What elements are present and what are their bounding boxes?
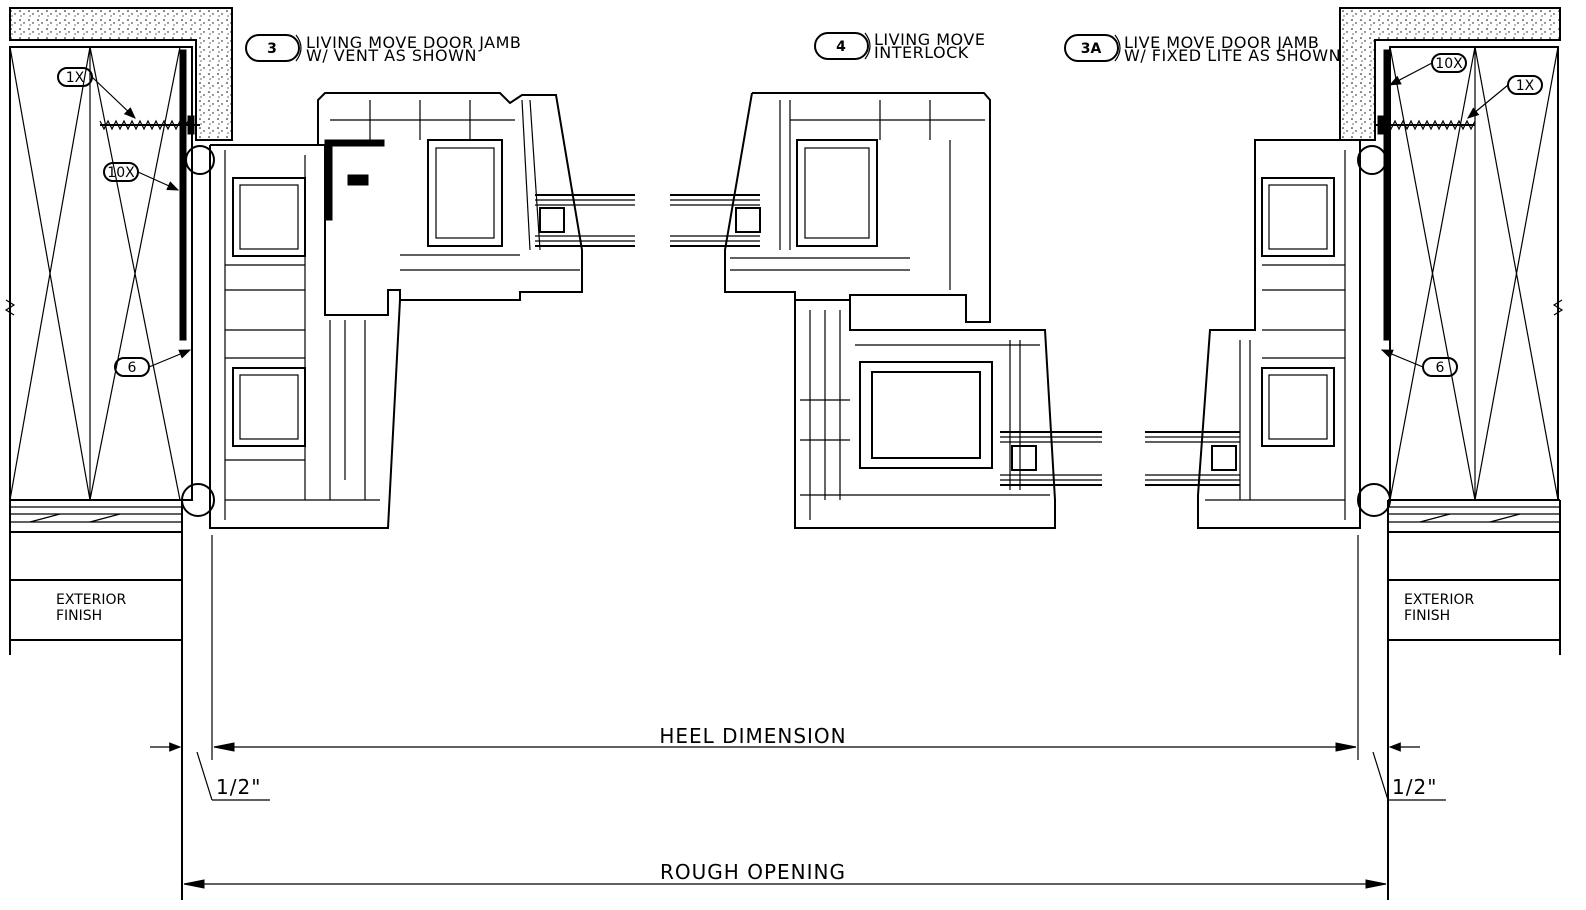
left-screw-icon <box>99 115 200 135</box>
detail-title-line2: INTERLOCK <box>874 43 969 62</box>
left-gaskets <box>181 145 215 517</box>
left-wall <box>4 7 233 900</box>
right-sheathing <box>1387 499 1561 900</box>
detail-title-left: 3 LIVING MOVE DOOR JAMB W/ VENT AS SHOWN <box>245 33 521 65</box>
exterior-finish-left: EXTERIOR FINISH <box>56 592 126 624</box>
heel-dimension: HEEL DIMENSION <box>150 535 1420 760</box>
callout-label: 10X <box>1435 56 1463 72</box>
shim-dimension-right: 1/2" <box>1372 751 1446 801</box>
rough-opening-dimension: ROUGH OPENING <box>183 860 1387 889</box>
right-screw-icon <box>1375 115 1476 135</box>
right-wall <box>1339 7 1564 900</box>
callouts-left: 1X 10X 6 <box>57 67 192 377</box>
detail-title-line1: LIVE MOVE DOOR JAMB <box>1124 33 1319 52</box>
exterior-label-line2: FINISH <box>56 608 102 624</box>
detail-tag: 3A <box>1081 41 1102 57</box>
exterior-label-line1: EXTERIOR <box>1404 592 1474 608</box>
detail-title-line2: W/ VENT AS SHOWN <box>306 46 477 65</box>
detail-title-center: 4 LIVING MOVE INTERLOCK <box>814 30 985 62</box>
exterior-label-line1: EXTERIOR <box>56 592 126 608</box>
detail-title-right: 3A LIVE MOVE DOOR JAMB W/ FIXED LITE AS … <box>1064 33 1341 65</box>
callout-label: 1X <box>1516 78 1535 94</box>
rough-opening-label: ROUGH OPENING <box>660 860 846 884</box>
callout-label: 10X <box>107 165 135 181</box>
shim-label: 1/2" <box>216 775 261 799</box>
exterior-label-line2: FINISH <box>1404 608 1450 624</box>
callout-label: 6 <box>1436 360 1445 376</box>
right-gaskets <box>1357 145 1391 517</box>
callouts-right: 10X 1X 6 <box>1380 53 1543 377</box>
left-jamb-profile <box>209 92 635 529</box>
heel-dimension-label: HEEL DIMENSION <box>659 724 846 748</box>
left-sheathing <box>9 499 183 900</box>
detail-title-line1: LIVING MOVE <box>874 30 985 49</box>
center-interlock-profile <box>670 92 1102 529</box>
callout-label: 1X <box>66 70 85 86</box>
right-jamb-profile <box>1145 139 1361 529</box>
shim-label: 1/2" <box>1392 775 1437 799</box>
detail-title-line2: W/ FIXED LITE AS SHOWN <box>1124 46 1341 65</box>
detail-tag: 4 <box>836 39 846 55</box>
detail-tag: 3 <box>267 41 277 57</box>
callout-label: 6 <box>128 360 137 376</box>
detail-title-line1: LIVING MOVE DOOR JAMB <box>306 33 521 52</box>
exterior-finish-right: EXTERIOR FINISH <box>1404 592 1474 624</box>
shim-dimension-left: 1/2" <box>196 751 270 801</box>
